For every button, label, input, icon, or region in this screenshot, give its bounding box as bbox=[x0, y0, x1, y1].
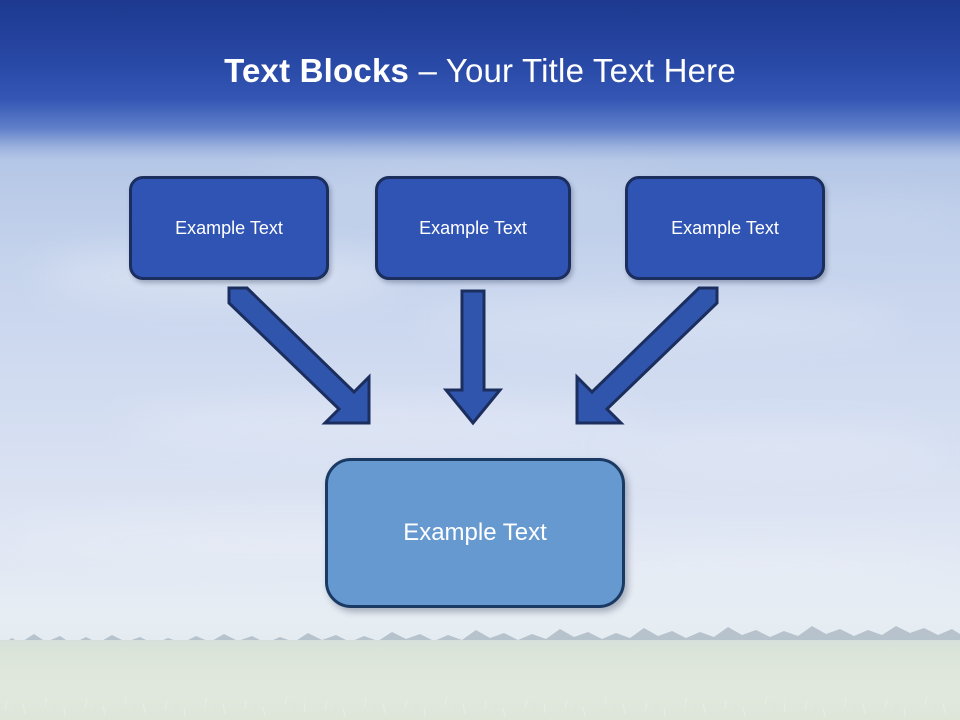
title-strong-part: Text Blocks bbox=[224, 52, 419, 89]
summary-text-block[interactable]: Example Text bbox=[325, 458, 625, 608]
cloud-streak bbox=[600, 430, 940, 468]
title-normal-part: Your Title Text Here bbox=[445, 52, 736, 89]
cloud-streak bbox=[420, 300, 900, 340]
page-title: Text Blocks – Your Title Text Here bbox=[0, 50, 960, 92]
title-separator: – bbox=[418, 52, 446, 89]
text-block-3[interactable]: Example Text bbox=[625, 176, 825, 280]
summary-text-block-label: Example Text bbox=[403, 519, 547, 546]
text-block-1[interactable]: Example Text bbox=[129, 176, 329, 280]
text-block-2-label: Example Text bbox=[419, 217, 527, 238]
text-block-1-label: Example Text bbox=[175, 217, 283, 238]
text-block-3-label: Example Text bbox=[671, 217, 779, 238]
meadow-ground bbox=[0, 640, 960, 720]
grass-texture bbox=[4, 695, 946, 718]
cloud-streak bbox=[120, 400, 640, 446]
title-banner bbox=[0, 0, 960, 160]
text-block-2[interactable]: Example Text bbox=[375, 176, 571, 280]
